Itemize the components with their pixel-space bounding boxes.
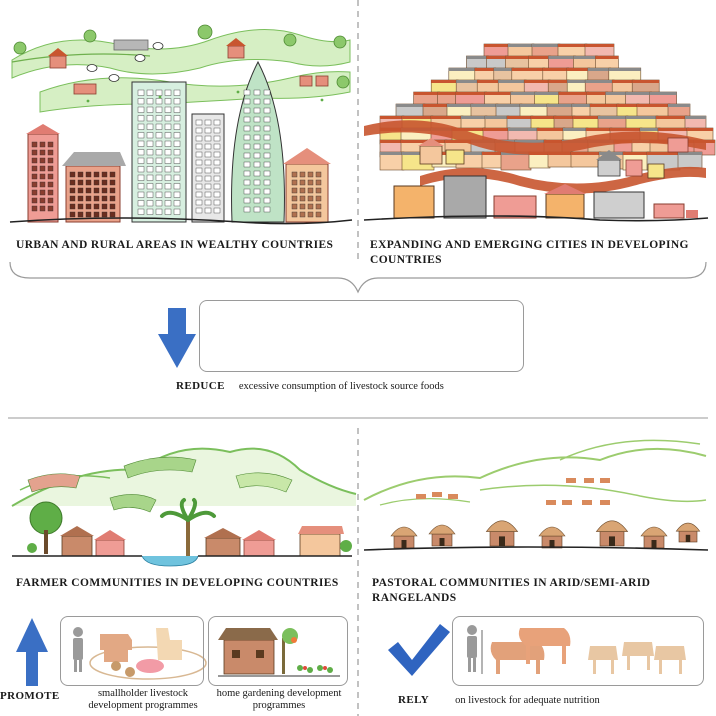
caption-developing-cities: EXPANDING AND EMERGING CITIES IN DEVELOP… — [370, 239, 689, 266]
food-box — [199, 300, 524, 372]
rely-keyword: RELY — [398, 694, 430, 706]
herd-box — [452, 616, 704, 686]
garden-label: home gardening development programmes — [216, 688, 342, 711]
promote-keyword: PROMOTE — [0, 690, 60, 702]
reduce-text: excessive consumption of livestock sourc… — [238, 381, 444, 392]
smallholder-livestock-icon — [73, 627, 207, 680]
pastoralist-herd-icon — [467, 625, 686, 674]
farm-village — [27, 498, 352, 567]
garden-box — [208, 616, 348, 686]
smallholder-box — [60, 616, 204, 686]
huts — [390, 520, 701, 549]
building-windows — [31, 89, 322, 218]
rural-hills — [11, 24, 351, 113]
rely-check-icon — [388, 624, 450, 676]
promote-up-arrow-icon — [16, 618, 48, 686]
caption-wealthy: URBAN AND RURAL AREAS IN WEALTHY COUNTRI… — [16, 239, 334, 251]
sheep-icons — [86, 42, 164, 82]
pastoral-hills — [363, 439, 707, 506]
farm-hills — [11, 447, 357, 513]
smallholder-label: smallholder livestock development progra… — [88, 688, 198, 711]
reduce-keyword: REDUCE — [176, 380, 225, 392]
rely-message: RELY on livestock for adequate nutrition — [398, 690, 600, 708]
front-buildings — [393, 137, 698, 219]
caption-farmer: FARMER COMMUNITIES IN DEVELOPING COUNTRI… — [16, 577, 339, 589]
pastoral-herd — [416, 478, 610, 505]
caption-pastoral: PASTORAL COMMUNITIES IN ARID/SEMI-ARID R… — [372, 577, 651, 604]
rural-house — [48, 38, 329, 95]
reduce-message: REDUCE excessive consumption of livestoc… — [176, 376, 444, 394]
reduce-down-arrow-icon — [158, 308, 196, 368]
rely-text: on livestock for adequate nutrition — [455, 695, 600, 706]
home-garden-icon — [218, 628, 340, 677]
